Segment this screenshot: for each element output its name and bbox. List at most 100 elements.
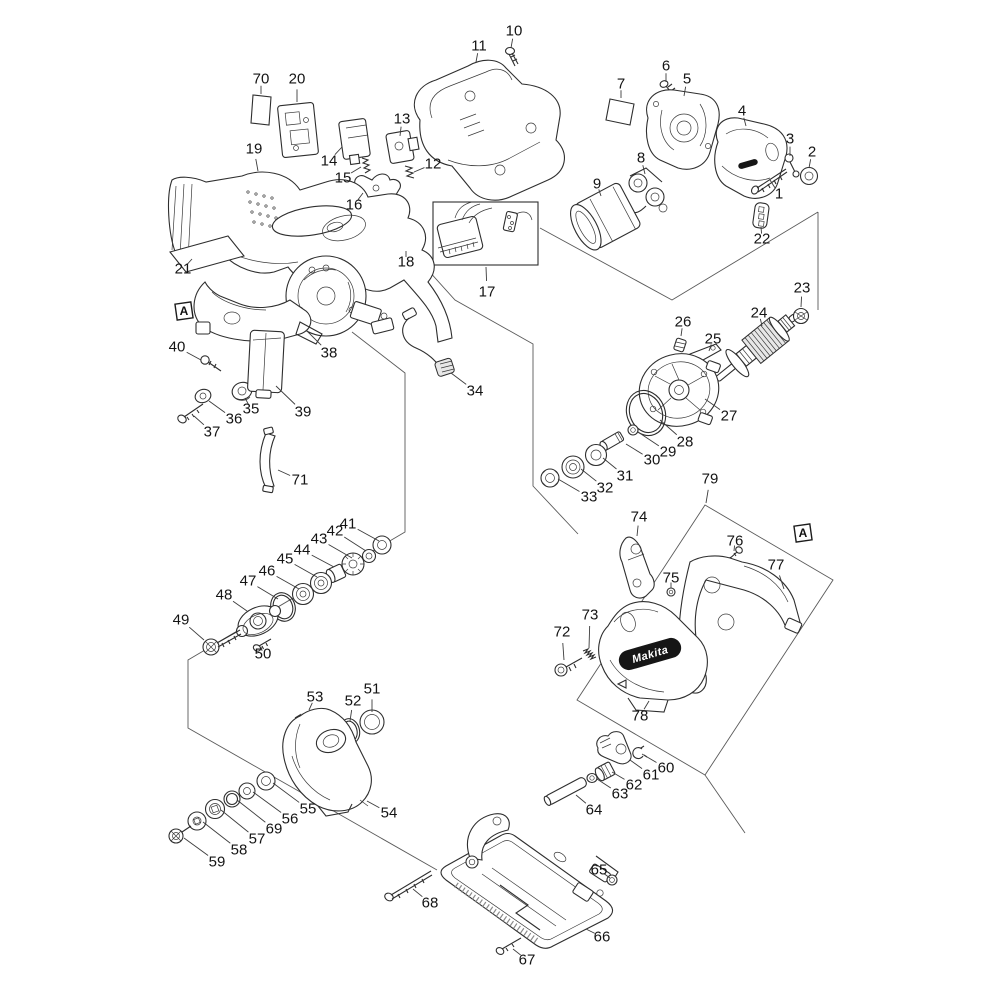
leader-line-64 [575,794,587,804]
part-label-44: 44 [294,542,311,559]
leader-line-2 [808,159,812,169]
part-35-bushing [231,381,253,401]
part-label-3: 3 [786,131,794,148]
leader-line-5 [683,86,687,97]
part-24-armature [715,313,798,382]
part-label-72: 72 [554,624,571,641]
part-1-screw [750,168,788,195]
part-label-40: 40 [169,339,186,356]
leader-line-61 [629,759,643,769]
part-label-22: 22 [754,231,771,248]
part-5-gear-housing-cover [645,89,720,170]
part-14-switch [338,118,371,166]
part-69-ring [223,790,241,808]
part-label-1: 1 [775,186,783,203]
leader-line-35 [244,397,249,405]
part-label-46: 46 [259,563,276,580]
part-20-switch-board [277,102,319,158]
leader-line-59 [183,837,209,856]
part-label-20: 20 [289,71,306,88]
part-label-41: 41 [340,516,357,533]
part-56-ring [238,782,256,800]
leader-line-22 [760,226,762,234]
part-label-27: 27 [721,408,738,425]
part-label-37: 37 [204,424,221,441]
part-78-blade-cover: Makita [598,601,708,713]
leader-line-53 [308,702,313,711]
part-74-bracket [619,536,655,599]
leader-line-8 [642,165,646,175]
leader-line-30 [625,443,643,455]
leader-line-78 [643,700,650,710]
part-71-spring-strip [259,426,276,494]
leader-line-16 [357,192,364,200]
leader-line-72 [562,642,565,661]
part-label-13: 13 [394,111,411,128]
grip-dots [246,190,278,228]
section-marker-letter: A [799,526,808,540]
part-64-pin [543,777,587,806]
part-label-56: 56 [282,811,299,828]
part-label-74: 74 [631,509,648,526]
part-label-38: 38 [321,345,338,362]
leader-line-58 [202,821,231,844]
part-54-blade-case [282,707,372,817]
part-label-28: 28 [677,434,694,451]
leader-line-36 [208,400,226,413]
leader-line-40 [186,351,202,361]
leader-line-31 [602,457,617,470]
part-label-66: 66 [594,929,611,946]
leader-line-4 [743,117,747,127]
part-label-60: 60 [658,760,675,777]
part-label-73: 73 [582,607,599,624]
part-label-18: 18 [398,254,415,271]
leader-line-33 [557,478,580,492]
part-label-25: 25 [705,331,722,348]
part-label-21: 21 [175,261,192,278]
part-42-ring [361,548,377,564]
leader-line-76 [733,545,735,552]
part-label-36: 36 [226,411,243,428]
part-57-flange-washer [204,798,226,820]
part-label-26: 26 [675,314,692,331]
part-29-washer [627,424,639,436]
part-label-48: 48 [216,587,233,604]
part-27-gear-housing [638,353,721,427]
leader-line-48 [232,600,248,612]
part-60-c-ring [632,745,648,760]
part-36-bushing [194,388,212,404]
part-label-7: 7 [617,76,625,93]
part-11-handle-cover [413,59,565,201]
part-label-23: 23 [794,280,811,297]
leader-line-12 [413,167,425,173]
part-label-17: 17 [479,284,496,301]
part-label-55: 55 [300,801,317,818]
leader-line-11 [475,53,479,63]
part-59-bolt [168,825,192,844]
part-23-bearing [792,307,810,325]
leader-line-29 [637,431,660,447]
part-7-label-plate [605,98,635,126]
leader-line-32 [580,468,597,482]
part-label-6: 6 [662,58,670,75]
part-label-2: 2 [808,144,816,161]
leader-line-44 [311,554,335,568]
part-2-cap [799,166,819,186]
part-75-nut [666,587,676,597]
part-label-10: 10 [506,23,523,40]
leader-line-41 [357,528,380,542]
leader-line-69 [236,799,266,823]
leader-line-49 [189,626,205,641]
part-label-63: 63 [612,786,629,803]
leader-line-14 [334,146,343,156]
leader-line-45 [294,564,318,578]
part-label-57: 57 [249,831,266,848]
part-label-4: 4 [738,103,746,120]
part-label-8: 8 [637,150,645,167]
part-label-11: 11 [471,38,487,55]
part-72-bolt [554,657,583,677]
part-label-34: 34 [467,383,484,400]
leader-line-19 [255,158,259,172]
part-17-controller [432,201,539,266]
part-label-70: 70 [253,71,270,88]
